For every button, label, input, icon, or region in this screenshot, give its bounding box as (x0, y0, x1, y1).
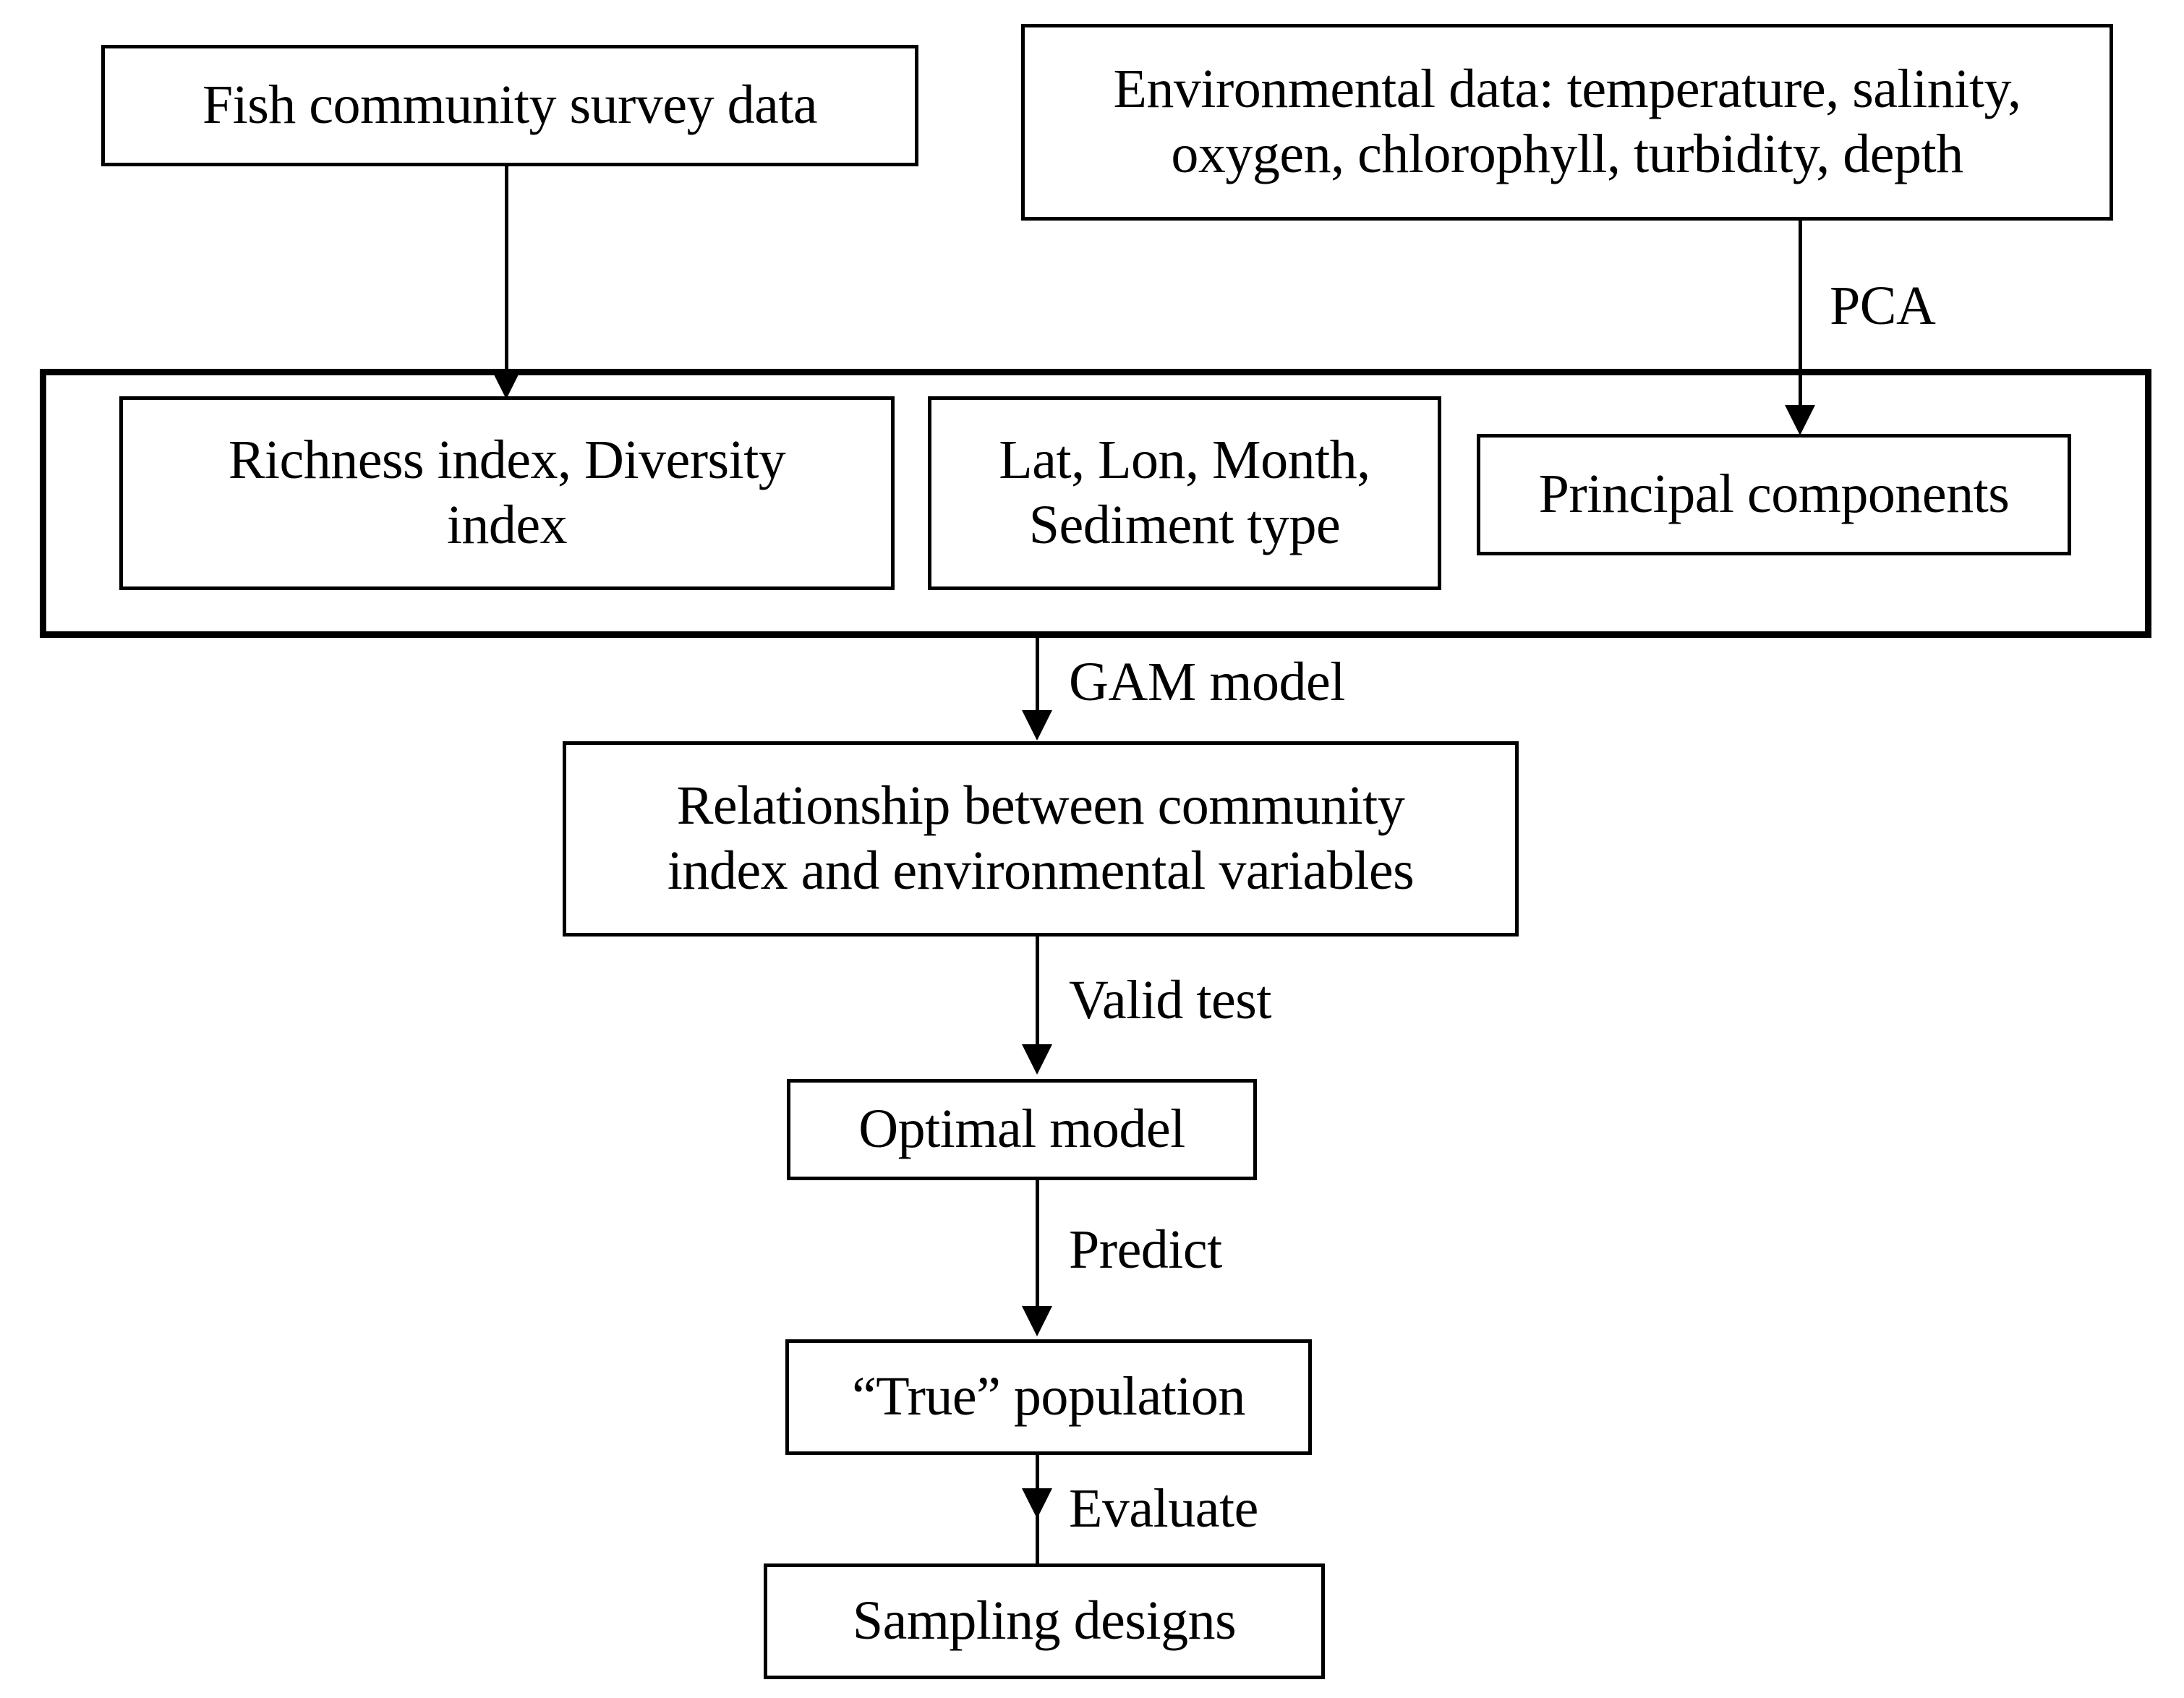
node-principal-components-label: Principal components (1538, 464, 2010, 525)
node-environmental-data: Environmental data: temperature, salinit… (1021, 24, 2113, 221)
edge-label-evaluate: Evaluate (1069, 1478, 1258, 1539)
node-optimal-model-label: Optimal model (858, 1098, 1185, 1160)
node-true-population-label: “True” population (852, 1366, 1245, 1428)
node-spatial-temporal-variables: Lat, Lon, Month, Sediment type (928, 396, 1441, 590)
node-relationship-index-environment-label: Relationship between community index and… (667, 775, 1415, 901)
edge-relationship-to-optimal-arrowhead (1022, 1044, 1052, 1075)
edge-label-pca: PCA (1830, 276, 1936, 336)
node-optimal-model: Optimal model (787, 1079, 1257, 1180)
node-richness-diversity-index-label: Richness index, Diversity index (228, 430, 786, 555)
edge-group-to-relationship-arrowhead (1022, 710, 1052, 741)
node-environmental-data-label: Environmental data: temperature, salinit… (1113, 59, 2021, 184)
edge-group-to-relationship-line (1036, 638, 1039, 714)
node-sampling-designs: Sampling designs (764, 1563, 1325, 1679)
node-richness-diversity-index: Richness index, Diversity index (119, 396, 895, 590)
edge-label-valid-test: Valid test (1069, 970, 1271, 1031)
edge-environmental-to-pca-line (1799, 221, 1802, 427)
node-principal-components: Principal components (1477, 434, 2071, 555)
edge-relationship-to-optimal-line (1036, 937, 1039, 1049)
edge-label-predict: Predict (1069, 1219, 1222, 1280)
predictor-variables-group (40, 369, 2151, 638)
node-relationship-index-environment: Relationship between community index and… (563, 741, 1519, 937)
node-fish-survey-data-label: Fish community survey data (202, 74, 818, 136)
edge-fish-to-richness-line (505, 166, 508, 383)
edge-true-population-to-sampling-arrowhead (1022, 1488, 1052, 1519)
edge-optimal-to-true-population-arrowhead (1022, 1306, 1052, 1336)
node-fish-survey-data: Fish community survey data (101, 45, 918, 166)
node-sampling-designs-label: Sampling designs (852, 1590, 1237, 1652)
edge-label-gam-model: GAM model (1069, 652, 1345, 712)
edge-optimal-to-true-population-line (1036, 1180, 1039, 1310)
node-spatial-temporal-variables-label: Lat, Lon, Month, Sediment type (999, 430, 1370, 555)
edge-environmental-to-pca-arrowhead (1785, 405, 1815, 435)
node-true-population: “True” population (785, 1339, 1312, 1455)
